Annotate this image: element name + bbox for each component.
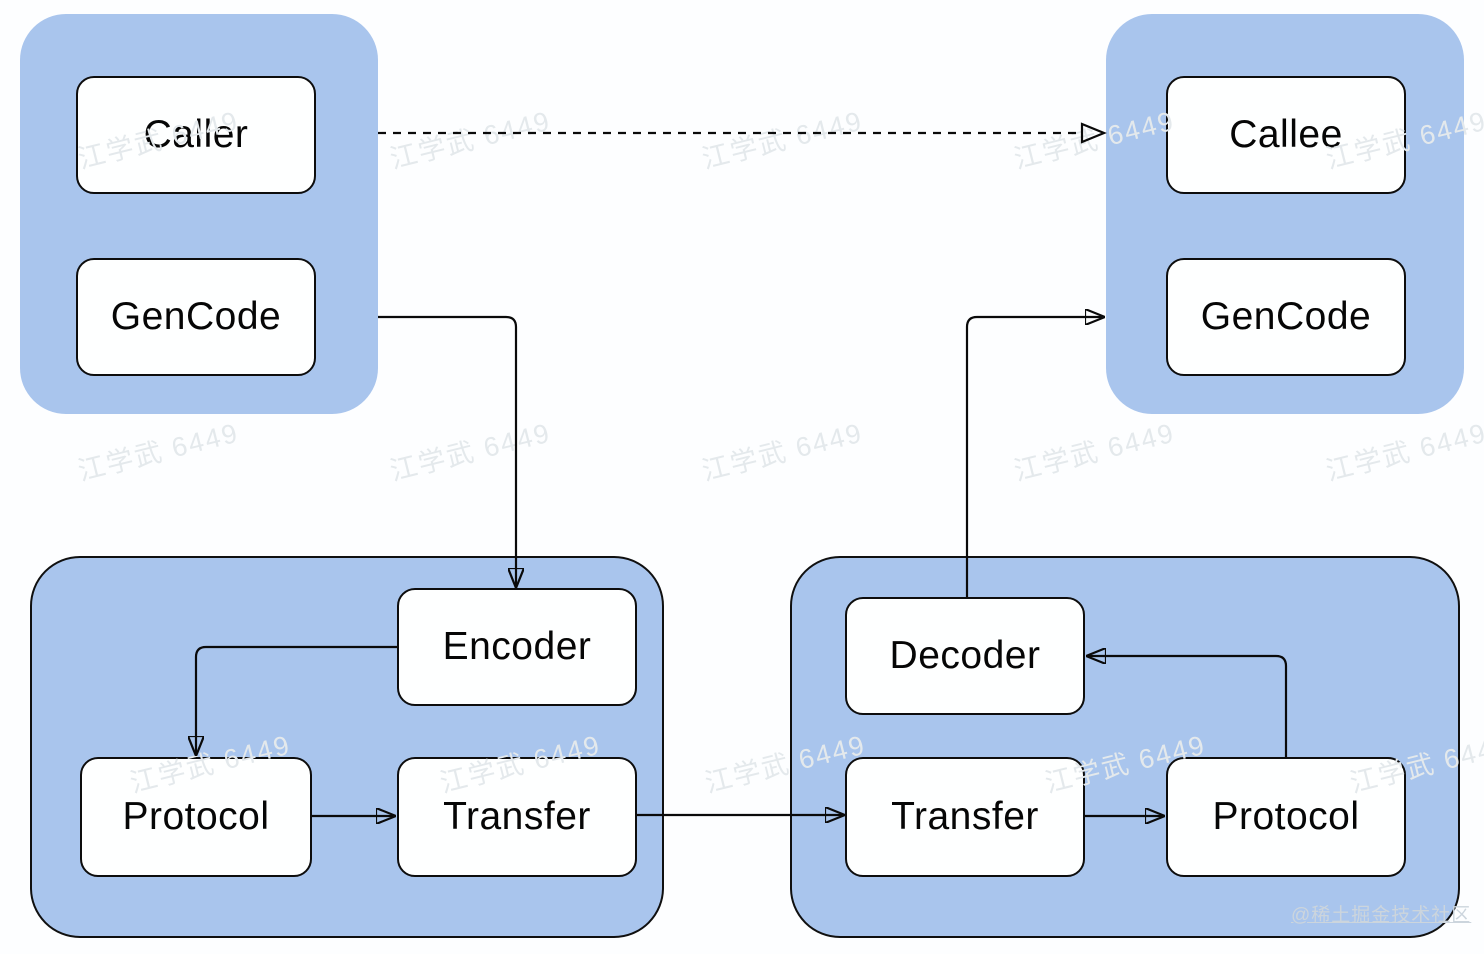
node-decoder-label: Decoder bbox=[889, 634, 1041, 677]
node-caller: Caller bbox=[76, 76, 316, 194]
node-callee-label: Callee bbox=[1229, 113, 1343, 156]
edge-decoder-gencode bbox=[965, 317, 1102, 597]
node-transfer-client: Transfer bbox=[397, 757, 637, 877]
node-transfer-client-label: Transfer bbox=[443, 795, 591, 838]
node-encoder: Encoder bbox=[397, 588, 637, 706]
node-protocol-server-label: Protocol bbox=[1212, 795, 1360, 838]
node-gencode-client: GenCode bbox=[76, 258, 316, 376]
watermark: 江学武 6449 bbox=[386, 105, 554, 175]
node-caller-label: Caller bbox=[143, 113, 249, 156]
node-decoder: Decoder bbox=[845, 597, 1085, 715]
node-gencode-server-label: GenCode bbox=[1200, 295, 1372, 338]
node-protocol-server: Protocol bbox=[1166, 757, 1406, 877]
node-callee: Callee bbox=[1166, 76, 1406, 194]
node-gencode-server: GenCode bbox=[1166, 258, 1406, 376]
watermark: 江学武 6449 bbox=[386, 417, 554, 487]
node-encoder-label: Encoder bbox=[442, 625, 592, 668]
brand-watermark: @稀土掘金技术社区 bbox=[1291, 905, 1472, 926]
watermark: 江学武 6449 bbox=[1010, 417, 1178, 487]
edge-gencode-encoder bbox=[378, 315, 516, 585]
watermark: 江学武 6449 bbox=[74, 417, 242, 487]
watermark: 江学武 6449 bbox=[698, 417, 866, 487]
node-transfer-server: Transfer bbox=[845, 757, 1085, 877]
node-transfer-server-label: Transfer bbox=[891, 795, 1039, 838]
node-gencode-client-label: GenCode bbox=[110, 295, 282, 338]
watermark: 江学武 6449 bbox=[698, 105, 866, 175]
node-protocol-client: Protocol bbox=[80, 757, 312, 877]
node-protocol-client-label: Protocol bbox=[122, 795, 270, 838]
watermark: 江学武 6449 bbox=[1322, 417, 1484, 487]
